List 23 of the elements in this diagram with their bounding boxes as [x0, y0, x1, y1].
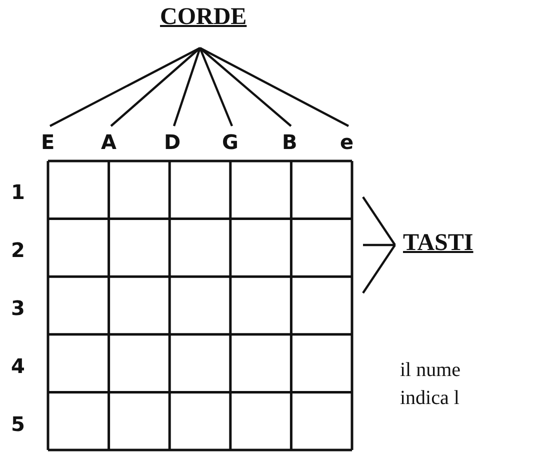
string-name: e	[340, 130, 354, 154]
heading-label: CORDE	[160, 4, 247, 31]
string-name: G	[222, 130, 238, 154]
leader-line	[362, 196, 396, 246]
leader-line	[363, 244, 395, 246]
leader-line	[110, 47, 201, 127]
leader-line	[50, 47, 200, 127]
heading-label: TASTI	[403, 230, 474, 257]
leader-line	[362, 244, 396, 294]
fret-number: 3	[11, 296, 25, 320]
string-name: E	[41, 130, 55, 154]
leader-line	[172, 48, 202, 126]
leader-line	[198, 48, 234, 126]
note-text: il nume indica l	[400, 358, 462, 411]
string-name: A	[101, 130, 116, 154]
fret-number: 5	[11, 412, 25, 436]
string-name: D	[164, 130, 181, 154]
fret-number: 2	[11, 238, 25, 262]
string-name: B	[282, 130, 298, 154]
fret-number: 4	[11, 354, 25, 378]
leader-line	[199, 47, 350, 127]
fret-number: 1	[11, 180, 25, 204]
leader-line	[199, 47, 292, 127]
